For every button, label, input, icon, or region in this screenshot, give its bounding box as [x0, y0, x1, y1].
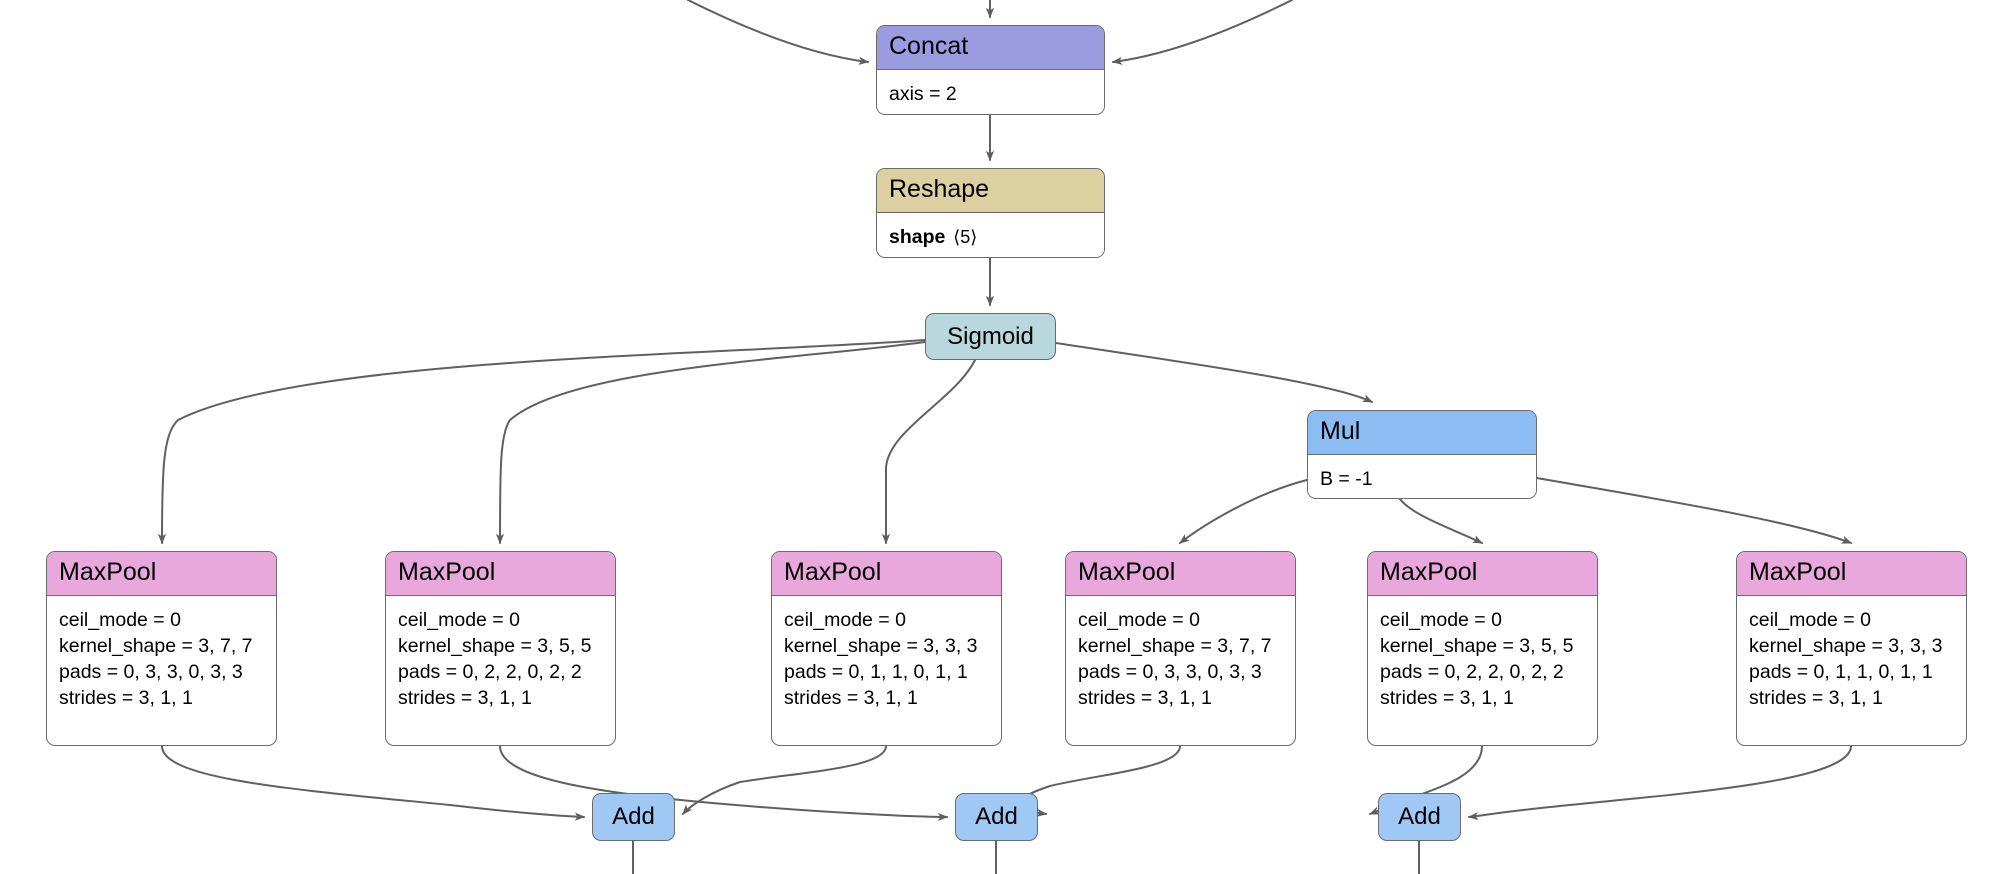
- node-maxpool6-attr: pads = 0, 1, 1, 0, 1, 1: [1749, 661, 1933, 684]
- node-add3-title: Add: [1398, 803, 1441, 831]
- node-mul-attr: B = -1: [1320, 468, 1373, 490]
- node-maxpool4-attributes: ceil_mode = 0 kernel_shape = 3, 7, 7 pads …: [1066, 596, 1295, 724]
- node-maxpool5-attributes: ceil_mode = 0 kernel_shape = 3, 5, 5 pads …: [1368, 596, 1597, 724]
- node-maxpool5-attr: kernel_shape = 3, 5, 5: [1380, 635, 1574, 658]
- node-maxpool2-attr: strides = 3, 1, 1: [398, 687, 532, 710]
- node-mul-title: Mul: [1308, 411, 1536, 455]
- node-concat[interactable]: Concat axis = 2: [876, 25, 1105, 115]
- node-add2-title: Add: [975, 803, 1018, 831]
- node-reshape-attr: shape ⟨5⟩: [889, 224, 1092, 250]
- edge-maxpool1-to-add1: [161, 745, 586, 821]
- node-maxpool5-attr: strides = 3, 1, 1: [1380, 687, 1514, 710]
- node-maxpool1-attr: ceil_mode = 0: [59, 609, 181, 631]
- node-maxpool6-attr: strides = 3, 1, 1: [1749, 687, 1883, 710]
- node-reshape-attributes: shape ⟨5⟩: [877, 213, 1104, 257]
- node-sigmoid-title: Sigmoid: [947, 322, 1034, 350]
- node-maxpool2-title: MaxPool: [386, 552, 615, 596]
- node-maxpool5-title: MaxPool: [1368, 552, 1597, 596]
- node-maxpool1-attr: strides = 3, 1, 1: [59, 687, 193, 710]
- node-maxpool2-attr: kernel_shape = 3, 5, 5: [398, 635, 592, 658]
- edge-mul-to-maxpool5: [1399, 498, 1484, 544]
- node-concat-title: Concat: [877, 26, 1104, 70]
- edge-offscreen-left-to-concat: [687, 0, 870, 65]
- edge-sigmoid-to-mul: [1055, 342, 1374, 403]
- edge-sigmoid-to-maxpool1: [157, 339, 926, 545]
- node-maxpool4-title: MaxPool: [1066, 552, 1295, 596]
- node-add2[interactable]: Add: [955, 793, 1038, 841]
- node-maxpool6-title: MaxPool: [1737, 552, 1966, 596]
- edge-maxpool6-to-add3: [1467, 745, 1852, 821]
- node-maxpool4[interactable]: MaxPool ceil_mode = 0 kernel_shape = 3, 7,…: [1065, 551, 1296, 746]
- node-maxpool4-attr: kernel_shape = 3, 7, 7: [1078, 635, 1272, 658]
- node-maxpool3-attr: pads = 0, 1, 1, 0, 1, 1: [784, 661, 968, 684]
- edge-sigmoid-to-maxpool2: [495, 341, 926, 545]
- node-maxpool3-attr: ceil_mode = 0: [784, 609, 906, 631]
- node-mul[interactable]: Mul B = -1: [1307, 410, 1537, 499]
- node-sigmoid[interactable]: Sigmoid: [925, 313, 1056, 360]
- node-maxpool4-attr: strides = 3, 1, 1: [1078, 687, 1212, 710]
- attr-key: shape: [889, 226, 946, 248]
- edge-maxpool3-to-add1: [682, 745, 887, 815]
- node-add3[interactable]: Add: [1378, 793, 1461, 841]
- edge-maxpool4-to-add2: [1017, 745, 1181, 817]
- attr-value: ⟨5⟩: [953, 227, 978, 247]
- node-maxpool6-attr: ceil_mode = 0: [1749, 609, 1871, 631]
- node-maxpool1-attributes: ceil_mode = 0 kernel_shape = 3, 7, 7 pads …: [47, 596, 276, 724]
- edge-mul-to-maxpool4: [1179, 479, 1308, 544]
- node-maxpool5-attr: ceil_mode = 0: [1380, 609, 1502, 631]
- node-maxpool3-attributes: ceil_mode = 0 kernel_shape = 3, 3, 3 pads …: [772, 596, 1001, 724]
- node-maxpool1-attr: kernel_shape = 3, 7, 7: [59, 635, 253, 658]
- node-add1-title: Add: [612, 803, 655, 831]
- node-maxpool3[interactable]: MaxPool ceil_mode = 0 kernel_shape = 3, 3,…: [771, 551, 1002, 746]
- node-maxpool4-attr: ceil_mode = 0: [1078, 609, 1200, 631]
- edge-sigmoid-to-maxpool3: [881, 359, 976, 545]
- node-maxpool3-attr: kernel_shape = 3, 3, 3: [784, 635, 978, 658]
- node-maxpool2[interactable]: MaxPool ceil_mode = 0 kernel_shape = 3, 5,…: [385, 551, 616, 746]
- node-maxpool2-attr: ceil_mode = 0: [398, 609, 520, 631]
- node-maxpool4-attr: pads = 0, 3, 3, 0, 3, 3: [1078, 661, 1262, 684]
- node-maxpool3-attr: strides = 3, 1, 1: [784, 687, 918, 710]
- node-maxpool6[interactable]: MaxPool ceil_mode = 0 kernel_shape = 3, 3,…: [1736, 551, 1967, 746]
- node-maxpool5-attr: pads = 0, 2, 2, 0, 2, 2: [1380, 661, 1564, 684]
- node-reshape-title: Reshape: [877, 169, 1104, 213]
- node-maxpool1[interactable]: MaxPool ceil_mode = 0 kernel_shape = 3, 7,…: [46, 551, 277, 746]
- node-maxpool1-attr: pads = 0, 3, 3, 0, 3, 3: [59, 661, 243, 684]
- node-maxpool2-attr: pads = 0, 2, 2, 0, 2, 2: [398, 661, 582, 684]
- node-add1[interactable]: Add: [592, 793, 675, 841]
- node-mul-attributes: B = -1: [1308, 455, 1536, 498]
- node-concat-attr: axis = 2: [889, 83, 957, 105]
- node-maxpool5[interactable]: MaxPool ceil_mode = 0 kernel_shape = 3, 5,…: [1367, 551, 1598, 746]
- edge-maxpool2-to-add2: [499, 745, 949, 822]
- node-maxpool3-title: MaxPool: [772, 552, 1001, 596]
- edge-mul-to-maxpool6: [1536, 477, 1853, 544]
- edge-offscreen-right-to-concat: [1111, 0, 1293, 65]
- node-maxpool1-title: MaxPool: [47, 552, 276, 596]
- node-reshape[interactable]: Reshape shape ⟨5⟩: [876, 168, 1105, 258]
- node-maxpool2-attributes: ceil_mode = 0 kernel_shape = 3, 5, 5 pads …: [386, 596, 615, 724]
- node-maxpool6-attributes: ceil_mode = 0 kernel_shape = 3, 3, 3 pads …: [1737, 596, 1966, 724]
- node-maxpool6-attr: kernel_shape = 3, 3, 3: [1749, 635, 1943, 658]
- node-concat-attributes: axis = 2: [877, 70, 1104, 114]
